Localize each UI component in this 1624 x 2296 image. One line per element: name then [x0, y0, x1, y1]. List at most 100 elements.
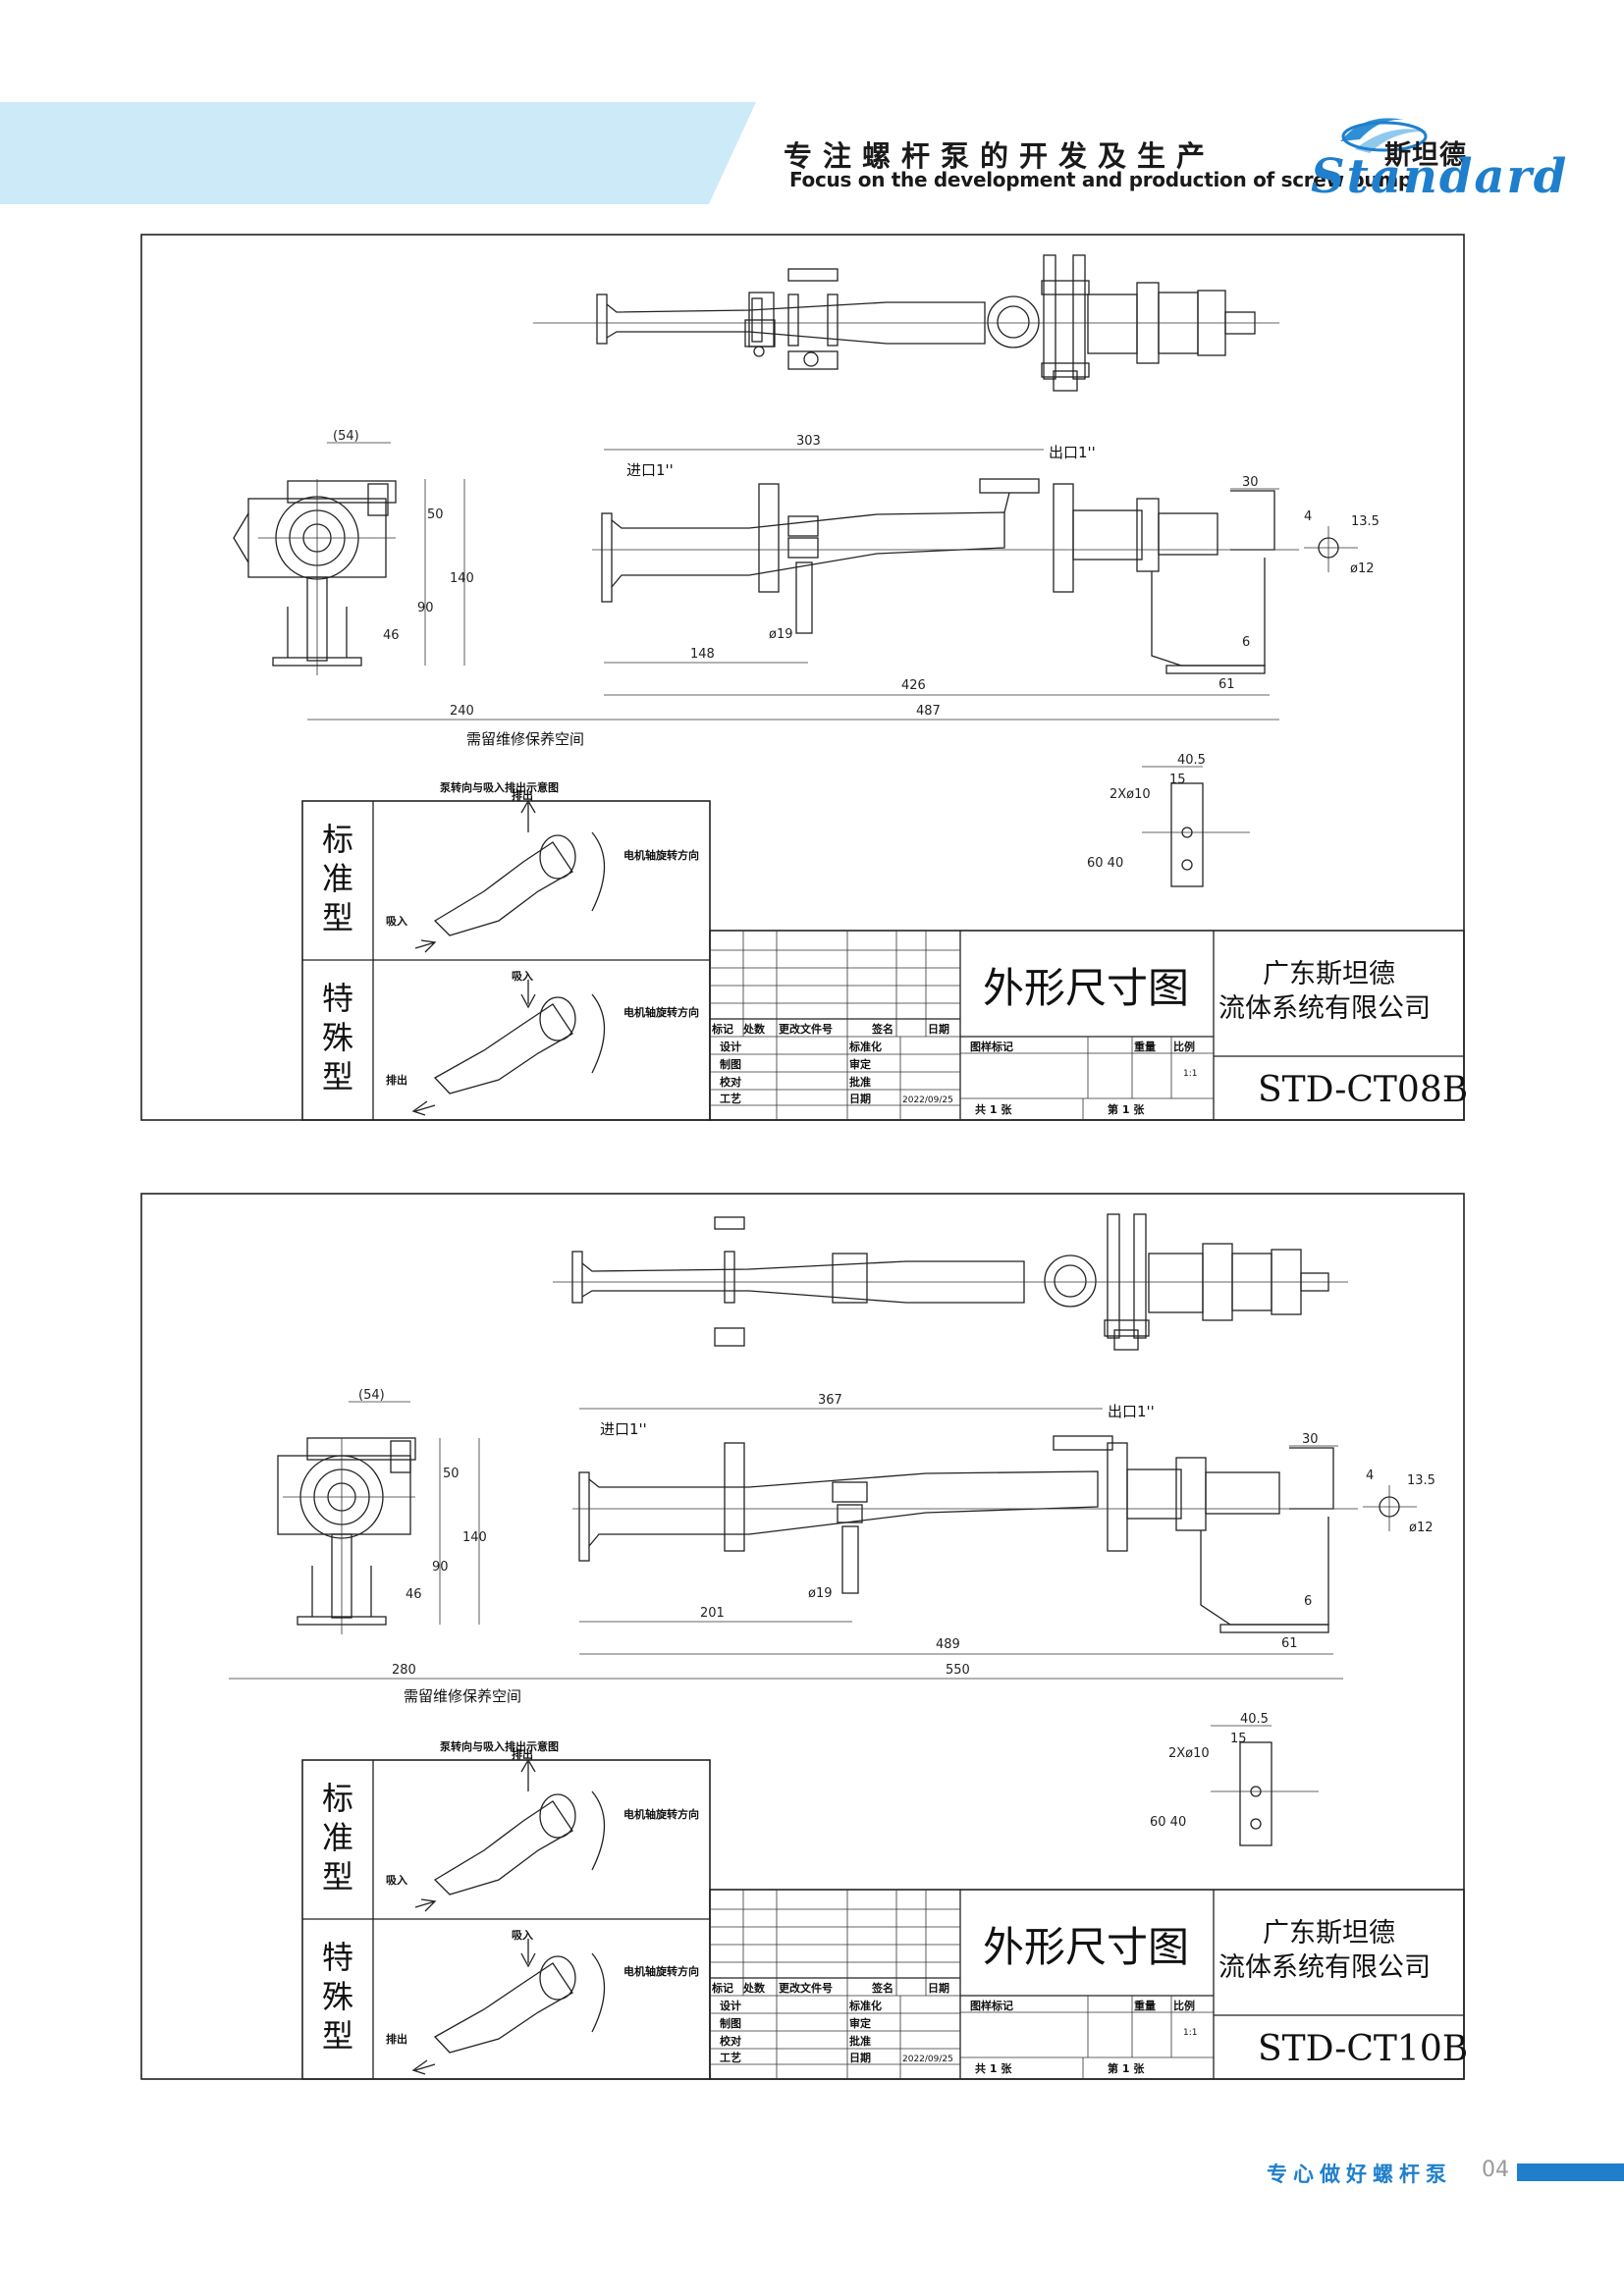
dim-240: 240 — [450, 704, 474, 719]
dim-90: 90 — [417, 601, 434, 615]
dim-54: (54) — [358, 1388, 385, 1403]
tb-h-mark: 标记 — [711, 1022, 733, 1036]
dim-foot-60-40: 60 40 — [1087, 856, 1123, 871]
tb-date-value: 2022/09/25 — [902, 2055, 953, 2064]
label-maintenance: 需留维修保养空间 — [466, 730, 584, 748]
type-std-char-3: 型 — [322, 899, 353, 936]
tb-r-design: 设计 — [720, 1040, 741, 1053]
dim-54: (54) — [333, 429, 359, 444]
shaft-key-detail: 4 13.5 ø12 — [1304, 509, 1380, 576]
dim-46: 46 — [406, 1587, 422, 1602]
dim-d19: ø19 — [808, 1586, 833, 1601]
dim-487: 487 — [916, 704, 941, 719]
tb-sheet-total: 共 1 张 — [975, 1102, 1012, 1116]
footer-bar — [1517, 2163, 1624, 2181]
dim-61: 61 — [1218, 677, 1235, 692]
tb-date-value: 2022/09/25 — [902, 1095, 953, 1105]
std-motor-label: 电机轴旋转方向 — [623, 1807, 699, 1821]
header-slogan-en: Focus on the development and production … — [789, 168, 1412, 191]
tb-h-sign: 签名 — [871, 1981, 893, 1995]
type-std-char-2: 准 — [322, 1819, 353, 1856]
drawing-sheet-2: (54) 50 140 90 46 进口1'' 出口1'' 367 201 ø1… — [140, 1193, 1466, 2080]
tb-s-approve: 审定 — [849, 2016, 871, 2030]
dim-201: 201 — [700, 1606, 725, 1621]
pump-end-view: (54) 50 140 90 46 — [277, 1388, 487, 1634]
type-spc-char-3: 型 — [322, 2017, 353, 2055]
dim-key-12: ø12 — [1409, 1521, 1434, 1535]
dim-foot-2x10: 2Xø10 — [1168, 1746, 1210, 1761]
dim-50: 50 — [443, 1467, 460, 1481]
tb-r-draw: 制图 — [720, 2016, 741, 2030]
type-spc-char-2: 殊 — [322, 1019, 353, 1056]
spc-out-label: 排出 — [386, 2032, 407, 2046]
tb-r-draw: 制图 — [720, 1057, 741, 1071]
dim-foot-60-40: 60 40 — [1150, 1815, 1186, 1830]
type-std-char-1: 标 — [322, 821, 353, 858]
dim-30: 30 — [1302, 1432, 1319, 1447]
spc-out-label: 排出 — [386, 1073, 407, 1087]
foot-detail: 40.5 2Xø10 15 60 40 — [1150, 1712, 1319, 1846]
label-outlet: 出口1'' — [1049, 444, 1096, 461]
company-line-1: 广东斯坦德 — [1263, 959, 1395, 989]
label-outlet: 出口1'' — [1108, 1403, 1155, 1420]
dim-6: 6 — [1304, 1594, 1312, 1609]
tb-h-mark: 标记 — [711, 1981, 733, 1995]
type-spc-char-2: 殊 — [322, 1978, 353, 2015]
dim-140: 140 — [462, 1530, 487, 1545]
logo-text-cn: 斯坦德 — [1384, 140, 1467, 171]
dim-6: 6 — [1242, 635, 1250, 650]
std-motor-label: 电机轴旋转方向 — [623, 848, 699, 862]
drawing-title: 外形尺寸图 — [983, 1923, 1189, 1971]
tb-h-date: 日期 — [928, 1022, 949, 1036]
drawing-sheet-1: (54) 50 140 90 46 进口1'' 出口1'' 303 148 ø1… — [140, 234, 1466, 1121]
foot-detail: 40.5 2Xø10 15 60 40 — [1087, 753, 1250, 887]
tb-h-doc: 更改文件号 — [779, 1022, 833, 1036]
spc-in-label: 吸入 — [512, 1929, 533, 1942]
label-maintenance: 需留维修保养空间 — [404, 1687, 521, 1705]
type-std-char-1: 标 — [322, 1780, 353, 1817]
tb-sheet-total: 共 1 张 — [975, 2061, 1012, 2075]
type-spc-char-3: 型 — [322, 1058, 353, 1095]
tb-r-design: 设计 — [720, 1999, 741, 2012]
header-band — [0, 102, 1624, 204]
spc-motor-label: 电机轴旋转方向 — [623, 1964, 699, 1978]
tb-h-doc: 更改文件号 — [779, 1981, 833, 1995]
tb-sheet-no: 第 1 张 — [1108, 2061, 1145, 2075]
type-std-char-2: 准 — [322, 860, 353, 897]
tb-scale-value: 1:1 — [1183, 1069, 1197, 1079]
type-spc-char-1: 特 — [322, 1939, 353, 1976]
std-out-label: 排出 — [512, 1747, 533, 1761]
tb-scale: 比例 — [1173, 1040, 1195, 1053]
tb-r-process: 工艺 — [720, 1092, 741, 1105]
rotation-title: 泵转向与吸入排出示意图 — [440, 1739, 559, 1753]
std-in-label: 吸入 — [386, 1874, 407, 1887]
tb-h-sign: 签名 — [871, 1022, 893, 1036]
tb-s-ratify: 批准 — [849, 2034, 871, 2048]
dim-46: 46 — [383, 628, 400, 643]
label-inlet: 进口1'' — [626, 461, 674, 479]
dim-489: 489 — [936, 1637, 960, 1652]
tb-s-ratify: 批准 — [849, 1075, 871, 1089]
company-line-1: 广东斯坦德 — [1263, 1918, 1395, 1949]
tb-r-check: 校对 — [720, 2034, 741, 2048]
title-block: 标记 处数 更改文件号 签名 日期 设计 制图 校对 工艺 标准化 审定 批准 … — [709, 930, 1466, 1121]
drawing-code: STD-CT08B — [1258, 1070, 1466, 1110]
tb-s-std: 标准化 — [848, 1999, 882, 2012]
dim-90: 90 — [432, 1560, 449, 1575]
tb-h-date: 日期 — [928, 1981, 949, 1995]
dim-foot-40-5: 40.5 — [1177, 753, 1206, 768]
tb-r-process: 工艺 — [720, 2051, 741, 2064]
drawing-code: STD-CT10B — [1258, 2029, 1466, 2069]
tb-s-date: 日期 — [849, 1092, 871, 1105]
dim-d19: ø19 — [769, 627, 793, 642]
tb-s-approve: 审定 — [849, 1057, 871, 1071]
company-line-2: 流体系统有限公司 — [1218, 993, 1431, 1024]
type-spc-char-1: 特 — [322, 980, 353, 1017]
tb-sheet-no: 第 1 张 — [1108, 1102, 1145, 1116]
type-std-char-3: 型 — [322, 1858, 353, 1896]
dim-foot-2x10: 2Xø10 — [1110, 787, 1151, 802]
tb-scale: 比例 — [1173, 1999, 1195, 2012]
dim-key-13-5: 13.5 — [1351, 514, 1380, 529]
rotation-diagram: 泵转向与吸入排出示意图 标 准 型 特 殊 型 排出 吸入 电机轴旋转方向 吸入… — [301, 780, 711, 1121]
std-in-label: 吸入 — [386, 915, 407, 928]
